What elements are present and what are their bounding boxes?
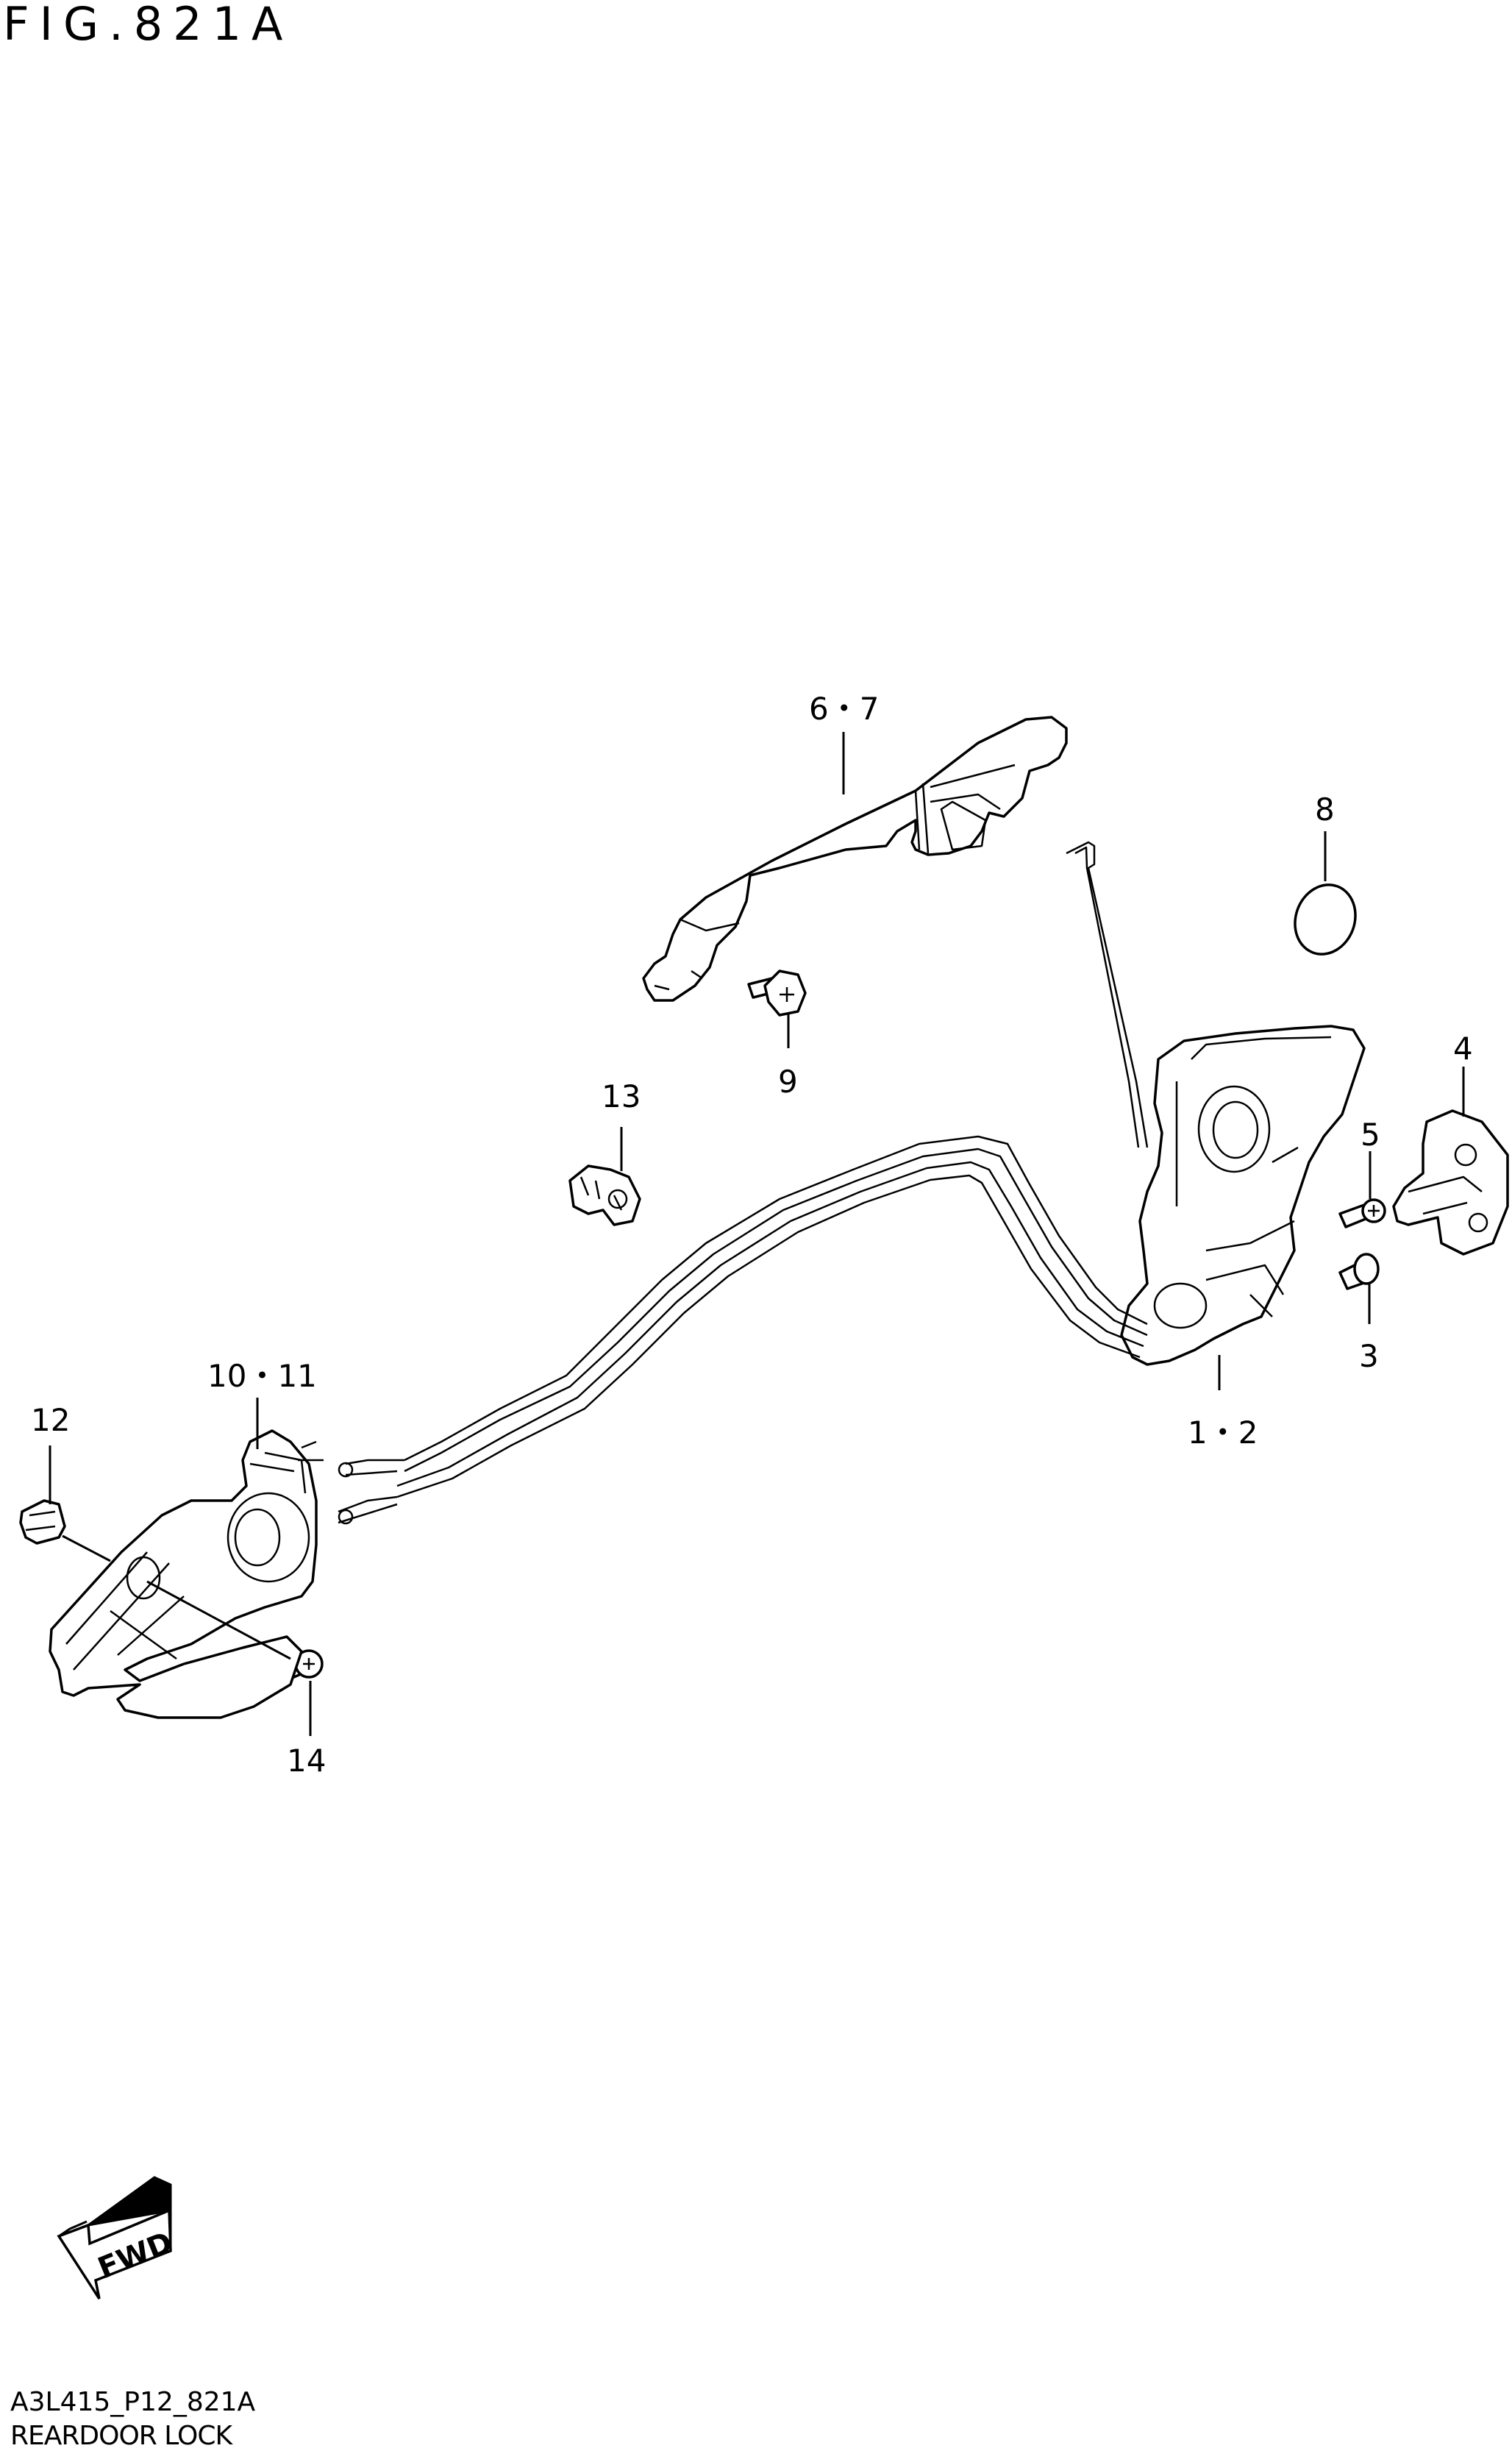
callout-13: 13 (602, 1078, 641, 1114)
fwd-arrow-icon: FWD (57, 2176, 177, 2299)
callout-12: 12 (31, 1402, 70, 1438)
door-plug-part[interactable] (1285, 876, 1365, 963)
lock-rod (1066, 841, 1149, 1148)
screw-9-part[interactable] (747, 970, 807, 1017)
outside-handle-part[interactable] (642, 716, 1068, 1002)
callout-8: 8 (1315, 791, 1335, 828)
callout-1-2: 1・2 (1188, 1415, 1258, 1451)
diagram-caption: REARDOOR LOCK (10, 2421, 232, 2451)
screw-5-part[interactable] (1338, 1198, 1386, 1228)
callout-14: 14 (287, 1743, 326, 1779)
cable-clip-part[interactable] (568, 1164, 641, 1226)
cap-12-part[interactable] (19, 1499, 66, 1545)
figure-title: FIG.821A (3, 0, 293, 51)
leader-lines (49, 732, 1465, 1736)
callout-6-7: 6・7 (809, 691, 879, 727)
callout-9: 9 (778, 1064, 798, 1100)
screw-3-part[interactable] (1338, 1253, 1380, 1290)
callout-labels: 6・7 8 4 5 3 9 13 1・2 10・11 12 14 (31, 691, 1473, 1779)
diagram-code: A3L415_P12_821A (10, 2387, 256, 2417)
callout-10-11: 10・11 (207, 1358, 317, 1394)
callout-4: 4 (1453, 1031, 1473, 1067)
callout-5: 5 (1361, 1117, 1380, 1153)
inside-handle-part[interactable] (49, 1429, 324, 1719)
door-cables (338, 1135, 1148, 1525)
callout-3: 3 (1359, 1338, 1379, 1374)
door-striker-part[interactable] (1392, 1109, 1509, 1256)
door-latch-part[interactable] (1120, 1025, 1366, 1366)
